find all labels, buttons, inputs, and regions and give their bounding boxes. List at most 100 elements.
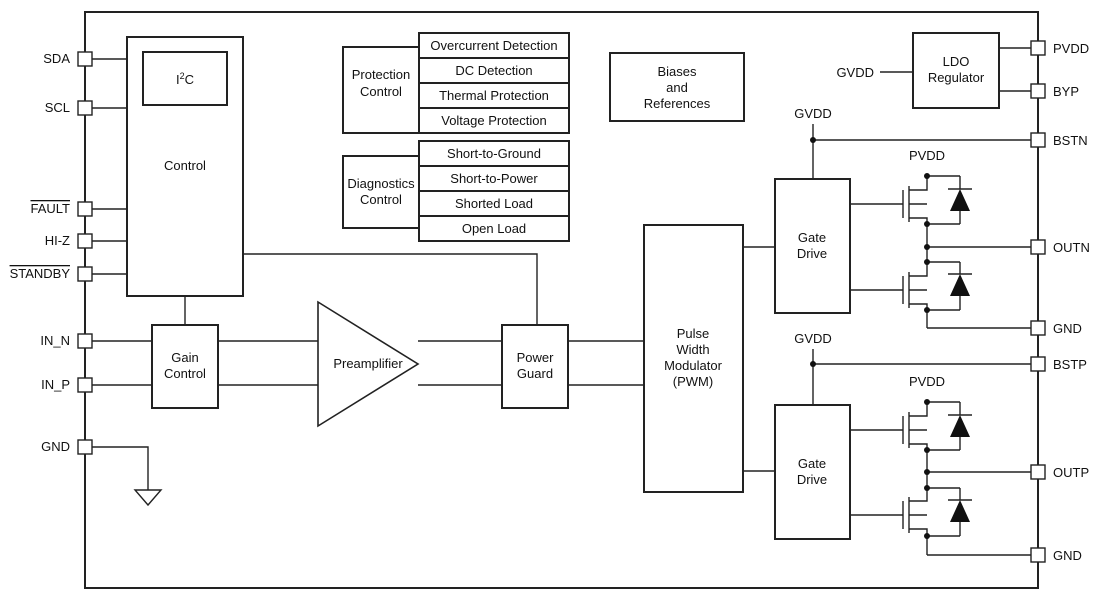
ldo-label-2: Regulator [928,70,985,85]
pin-bstp: BSTP [1030,356,1087,372]
diode-icon [950,500,970,522]
pin-outn: OUTN [1030,239,1090,255]
gate-drive-top-label-2: Drive [797,246,827,261]
pin-gnd-right-1: GND [1030,320,1082,336]
power-guard-label-2: Guard [517,366,553,381]
pin-in-p-label: IN_P [41,377,70,392]
ldo-block [912,32,1000,109]
pin-outp: OUTP [1030,464,1089,480]
power-guard-label-1: Power [517,350,555,365]
pin-in-n-label: IN_N [40,333,70,348]
pin-fault-label: FAULT [31,201,71,216]
pin-scl-label: SCL [45,100,70,115]
protection-item [418,107,570,134]
pin-gnd-left-label: GND [41,439,70,454]
protection-item-label: DC Detection [455,63,532,78]
pwm-label-4: (PWM) [673,374,713,389]
gain-control-label-1: Gain [171,350,198,365]
pin-bstp-label: BSTP [1053,357,1087,372]
pin-standby-label: STANDBY [10,266,71,281]
pvdd-bottom-label: PVDD [909,374,945,389]
pin-byp-label: BYP [1053,84,1079,99]
pwm-label-2: Width [676,342,709,357]
biases-label-1: Biases [657,64,697,79]
pin-bstn-label: BSTN [1053,133,1088,148]
gvdd-top-label: GVDD [794,106,832,121]
pin-sda: SDA [43,51,127,67]
gain-control-label-2: Control [164,366,206,381]
protection-item-label: Overcurrent Detection [430,38,557,53]
pin-pvdd-label: PVDD [1053,41,1089,56]
pin-byp: BYP [1030,83,1079,99]
high-side-fet-top [850,173,972,247]
protection-item [418,32,570,59]
gate-drive-top-block [774,178,851,314]
gain-control-block [151,324,219,409]
pin-gnd-right-2-label: GND [1053,548,1082,563]
protection-control-label-2: Control [360,84,402,99]
gvdd-bottom-label: GVDD [794,331,832,346]
low-side-fet-bottom [850,472,972,555]
diode-icon [950,189,970,211]
high-side-fet-bottom [850,399,972,472]
ground-symbol [133,489,163,507]
protection-item [418,82,570,109]
preamplifier-label: Preamplifier [333,356,403,371]
diode-icon [950,415,970,437]
control-label: Control [164,158,206,173]
chip-outline [84,11,1039,589]
diagnostics-control-label-2: Control [360,192,402,207]
pin-gnd-right-1-label: GND [1053,321,1082,336]
gate-drive-bottom-label-2: Drive [797,472,827,487]
diagnostics-items: Short-to-Ground Short-to-Power Shorted L… [418,140,570,242]
pin-outp-label: OUTP [1053,465,1089,480]
pin-in-n: IN_N [40,333,152,349]
diagnostics-item-label: Short-to-Ground [447,146,541,161]
pwm-label-3: Modulator [664,358,722,373]
diode-icon [950,274,970,296]
protection-items: Overcurrent Detection DC Detection Therm… [418,32,570,134]
gate-drive-bottom-label-1: Gate [798,456,826,471]
diagnostics-control-label-1: Diagnostics [347,176,415,191]
pin-hiz: HI-Z [45,233,127,249]
pin-hiz-label: HI-Z [45,233,70,248]
diagnostics-item [418,140,570,167]
pin-pvdd: PVDD [1030,40,1089,56]
diagnostics-item-label: Short-to-Power [450,171,538,186]
gate-drive-top-label-1: Gate [798,230,826,245]
low-side-fet-top [850,247,972,328]
pin-gnd-right-2: GND [1030,547,1082,563]
gvdd-ldo-label: GVDD [836,65,874,80]
pin-fault: FAULT [31,201,127,217]
biases-label-2: and [666,80,688,95]
diagnostics-item [418,165,570,192]
diagnostics-item [418,190,570,217]
pin-sda-label: SDA [43,51,70,66]
pwm-block [643,224,744,493]
diagnostics-item [418,215,570,242]
preamplifier-triangle [317,300,420,428]
protection-item-label: Thermal Protection [439,88,549,103]
protection-item [418,57,570,84]
pin-gnd-left: GND [41,439,163,507]
biases-label-3: References [644,96,711,111]
pvdd-top-label: PVDD [909,148,945,163]
pin-scl: SCL [45,100,127,116]
diagnostics-control-block [342,155,420,229]
pwm-label-1: Pulse [677,326,710,341]
gate-drive-bottom-block [774,404,851,540]
diagnostics-item-label: Open Load [462,221,526,236]
protection-control-label-1: Protection [352,67,411,82]
pin-in-p: IN_P [41,377,152,393]
power-guard-block [501,324,569,409]
protection-item-label: Voltage Protection [441,113,547,128]
ldo-label-1: LDO [943,54,970,69]
i2c-label: I2C [176,71,194,87]
biases-block [609,52,745,122]
diagnostics-item-label: Shorted Load [455,196,533,211]
i2c-block [142,51,228,106]
pin-outn-label: OUTN [1053,240,1090,255]
pin-bstn: BSTN [1030,132,1088,148]
pin-standby: STANDBY [10,266,127,282]
